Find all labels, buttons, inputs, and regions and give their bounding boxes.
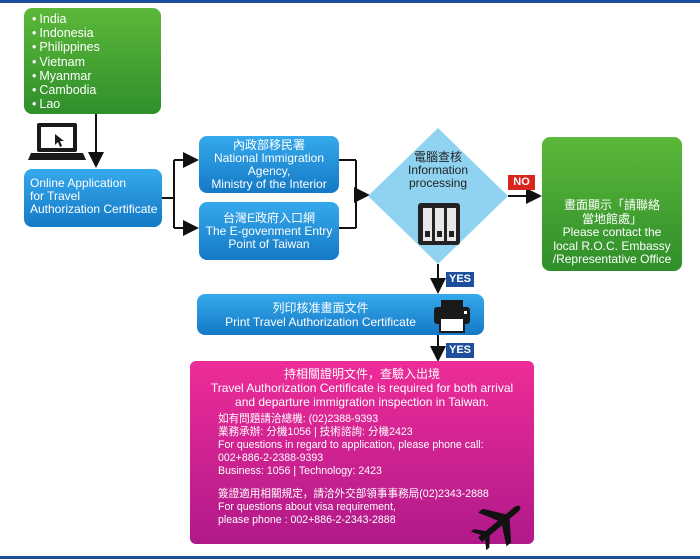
country-item: Indonesia [32, 26, 161, 40]
print-en: Print Travel Authorization Certificate [225, 314, 416, 329]
country-item: Myanmar [32, 69, 161, 83]
final-box: 持相關證明文件，查驗入出境 Travel Authorization Certi… [190, 361, 534, 544]
nia-en-3: Ministry of the Interior [211, 176, 327, 191]
nia-zh: 內政部移民署 [232, 137, 305, 152]
country-item: Lao [32, 97, 161, 111]
yes-tag-2: YES [446, 343, 474, 358]
nia-en-1: National Immigration [213, 150, 325, 165]
processing-diamond [368, 128, 508, 264]
processing-zh: 電腦查核 [413, 150, 462, 164]
embassy-en-1: Please contact the [562, 225, 662, 240]
country-item: Vietnam [32, 55, 161, 69]
country-item: Philippines [32, 40, 161, 54]
visa-zh: 簽證適用相關規定，請洽外交部領事事務局(02)2343-2888 [218, 488, 489, 500]
final-requirement-1: Travel Authorization Certificate is requ… [210, 381, 514, 395]
processing-en-2: processing [408, 176, 468, 190]
country-item: India [32, 12, 161, 26]
contact-en-3: Business: 1056 | Technology: 2423 [218, 465, 382, 477]
processing-label: 電腦查核 Information processing [388, 151, 488, 190]
countries-list: India Indonesia Philippines Vietnam Myan… [24, 8, 161, 111]
print-zh: 列印核准畫面文件 [272, 300, 369, 315]
no-tag: NO [508, 175, 535, 190]
contact-zh-2: 業務承辦: 分機1056 | 技術諮詢: 分機2423 [218, 426, 413, 438]
top-border [0, 0, 700, 3]
egov-box: 台灣E政府入口網 The E-govenment Entry Point of … [199, 202, 339, 260]
embassy-en-2: local R.O.C. Embassy [553, 238, 671, 253]
egov-en-1: The E-govenment Entry [205, 223, 333, 238]
yes-tag-1: YES [446, 272, 474, 287]
final-header-zh: 持相關證明文件，查驗入出境 [283, 367, 440, 381]
embassy-zh-2: 當地館處」 [581, 211, 642, 226]
contact-zh-1: 如有問題請洽總機: (02)2388-9393 [218, 413, 379, 425]
egov-zh: 台灣E政府入口網 [222, 210, 315, 225]
embassy-box: 畫面顯示「請聯絡 當地館處」 Please contact the local … [542, 137, 682, 271]
egov-en-2: Point of Taiwan [228, 236, 310, 251]
embassy-en-3: /Representative Office [552, 252, 672, 267]
bottom-border [0, 556, 700, 559]
nia-box: 內政部移民署 National Immigration Agency, Mini… [199, 136, 339, 193]
processing-en-1: Information [407, 163, 469, 177]
embassy-zh-1: 畫面顯示「請聯絡 [563, 198, 660, 213]
countries-box: India Indonesia Philippines Vietnam Myan… [24, 8, 161, 114]
contact-en-2: 002+886-2-2388-9393 [218, 452, 324, 464]
final-requirement-2: and departure immigration inspection in … [235, 395, 489, 409]
server-icon [418, 203, 460, 245]
visa-en-2: please phone : 002+886-2-2343-2888 [218, 514, 396, 526]
online-line-1: Online Application [30, 176, 127, 190]
online-line-3: Authorization Certificate [30, 202, 158, 216]
visa-en-1: For questions about visa requirement, [218, 501, 396, 513]
print-box: 列印核准畫面文件 Print Travel Authorization Cert… [197, 294, 484, 335]
online-application-box: Online Application for Travel Authorizat… [24, 169, 162, 227]
laptop-icon [28, 123, 86, 160]
country-item: Cambodia [32, 83, 161, 97]
contact-en-1: For questions in regard to application, … [218, 439, 484, 451]
nia-en-2: Agency, [247, 163, 291, 178]
online-line-2: for Travel [30, 189, 81, 203]
